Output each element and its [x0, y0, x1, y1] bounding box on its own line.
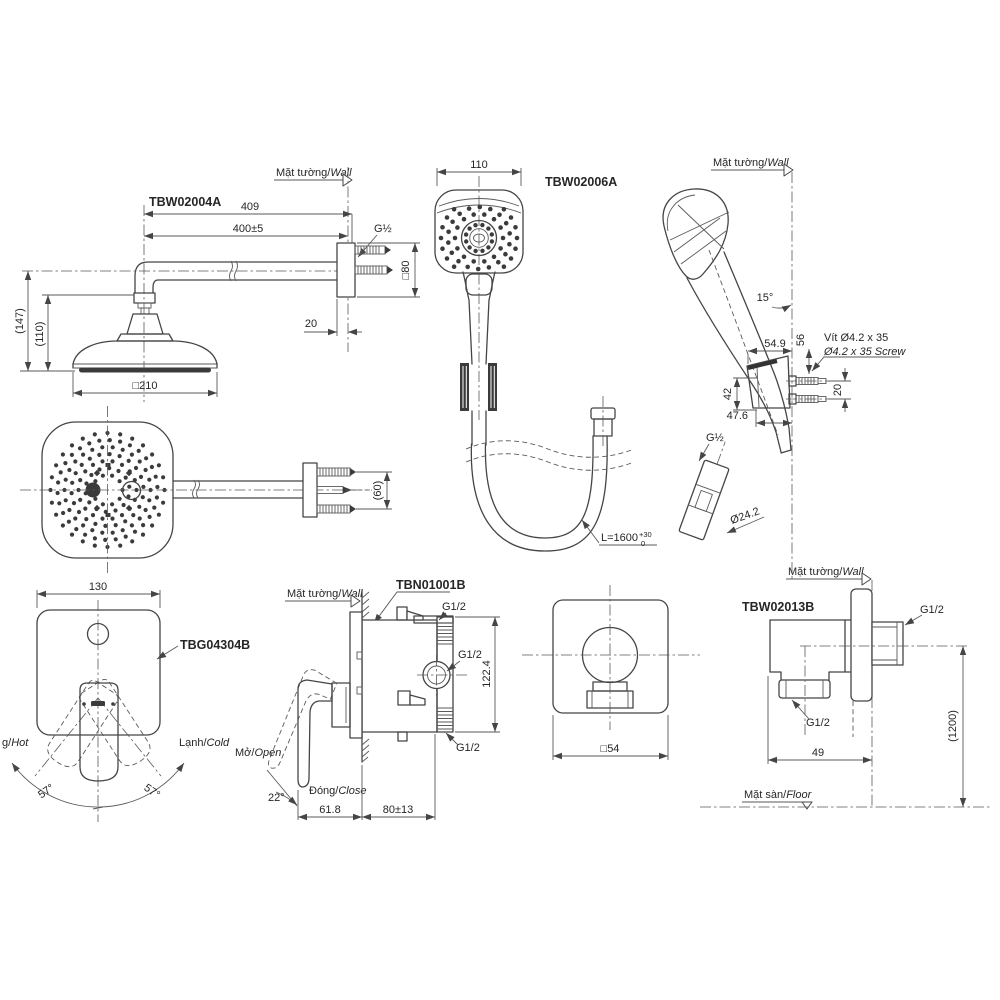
dim-20: 20: [305, 318, 317, 330]
mounting-screw: [786, 375, 832, 387]
hose-tol-minus: 0: [641, 539, 645, 548]
lever-hub: [331, 682, 351, 728]
lever-open-position: [268, 669, 338, 769]
view-mixer-trim-front: 130 TBG04304B 57° 57° g/Hot Lạnh/Cold: [2, 581, 250, 822]
wall-label: Mặt tường/Wall: [276, 167, 352, 179]
dim-g12-bot: G1/2: [456, 742, 480, 754]
shower-holder-clamp: [460, 363, 497, 411]
lever-open-cold: [47, 679, 119, 768]
dim-22deg: 22°: [268, 792, 285, 804]
wall-label: Mặt tường/Wall: [287, 588, 363, 600]
spray-face-band: [79, 367, 211, 373]
spray-ring-holes: [463, 222, 495, 254]
dim-409: 409: [241, 201, 259, 213]
dim-57-right: 57°: [141, 782, 162, 801]
open-label: Mở/Open: [235, 747, 281, 759]
dim-42: 42: [722, 388, 734, 400]
screw-label-vi: Vít Ø4.2 x 35: [824, 332, 888, 344]
thread-hatch: [437, 622, 453, 645]
mounting-screw: [786, 393, 832, 405]
floor-label: Mặt sàn/Floor: [744, 789, 813, 801]
trim-plate: [552, 599, 669, 714]
dim-110: 110: [470, 159, 488, 171]
view-overhead-shower-side: TBW02004A Mặt tường/Wall 409 400±5 G½: [14, 167, 420, 402]
valve-plate: [349, 611, 363, 739]
dim-400: 400±5: [233, 223, 264, 235]
thread-hatch: [437, 707, 453, 730]
hose-length-label: L=1600: [601, 532, 638, 544]
dim-549: 54.9: [764, 338, 785, 350]
dim-130: 130: [89, 581, 107, 593]
dim-20-gap: 20: [832, 384, 844, 396]
wall-arrow-icon: [783, 163, 794, 177]
cold-label: Lạnh/Cold: [179, 737, 230, 749]
dim-57-left: 57°: [36, 782, 57, 801]
rotation-arc: [11, 762, 185, 808]
wall-flange: [850, 588, 873, 702]
outlet-nut: [778, 679, 831, 699]
part-number: TBN01001B: [396, 578, 465, 592]
part-number: TBW02013B: [742, 600, 814, 614]
view-hand-shower-holder-side: Mặt tường/Wall 15°: [662, 157, 906, 580]
view-overhead-shower-front: (60): [20, 406, 392, 574]
dim-g12-outlet: G1/2: [806, 717, 830, 729]
dim-80: □80: [400, 261, 412, 280]
hose-connector: [678, 441, 730, 541]
break-line: [465, 440, 635, 458]
dim-g12-top: G1/2: [442, 601, 466, 613]
dim-60: (60): [372, 481, 384, 501]
view-wall-outlet-side: Mặt tường/Wall TBW02013B G1/2 G1/2 49 (1…: [700, 566, 990, 810]
floor-arrow-icon: [801, 801, 813, 810]
view-hand-shower-front: TBW02006A 110 L=1600 +30: [434, 159, 657, 552]
wall-label: Mặt tường/Wall: [713, 157, 789, 169]
dim-g12-inlet: G1/2: [920, 604, 944, 616]
wall-label: Mặt tường/Wall: [788, 566, 864, 578]
wall-arrow-icon: [861, 572, 872, 586]
dim-dia242: Ø24.2: [729, 505, 761, 527]
break-line: [465, 453, 635, 471]
screw-label-en: Ø4.2 x 35 Screw: [823, 346, 906, 358]
part-number: TBW02006A: [545, 175, 617, 189]
wall-hatch: [361, 591, 370, 763]
dim-g12-mid: G1/2: [458, 649, 482, 661]
dim-g12: G½: [374, 223, 392, 235]
hose-outer: [470, 435, 608, 552]
construction-lines: [669, 204, 730, 250]
dim-110v: (110): [34, 322, 46, 347]
dim-49: 49: [812, 747, 824, 759]
mixer-lever: [79, 682, 119, 782]
wall-bracket: [746, 355, 791, 409]
wall-arrow-icon: [342, 173, 353, 187]
part-number: TBG04304B: [180, 638, 250, 652]
dim-15deg: 15°: [757, 292, 774, 304]
dim-56: 56: [795, 334, 807, 346]
close-label: Đóng/Close: [309, 785, 366, 797]
view-trim-plate-front: □54: [522, 585, 700, 760]
dim-54: □54: [601, 743, 620, 755]
escutcheon-plate: [36, 609, 161, 736]
dim-g12: G½: [706, 432, 724, 444]
part-number: TBW02004A: [149, 195, 221, 209]
dim-1224: 122.4: [481, 660, 493, 688]
dim-476: 47.6: [727, 410, 748, 422]
view-valve-side: Mặt tường/Wall TBN01001B Mở/Open Đóng/Cl…: [235, 578, 500, 821]
hot-label: g/Hot: [2, 737, 29, 749]
dim-1200: (1200): [947, 710, 959, 742]
hose-tol-plus: +30: [639, 530, 652, 539]
wall-arrow-icon: [350, 594, 361, 608]
mode-button: [465, 273, 493, 296]
dim-618: 61.8: [319, 804, 340, 816]
spray-holes: [438, 204, 520, 272]
elbow-body: [769, 619, 853, 681]
inlet-connector: [871, 621, 904, 666]
valve-lever: [297, 679, 333, 788]
dim-80-13: 80±13: [383, 804, 414, 816]
lever-open-hot: [79, 679, 151, 767]
dim-147: (147): [14, 308, 26, 334]
spray-holes: [48, 430, 167, 550]
dim-210: □210: [133, 380, 158, 392]
